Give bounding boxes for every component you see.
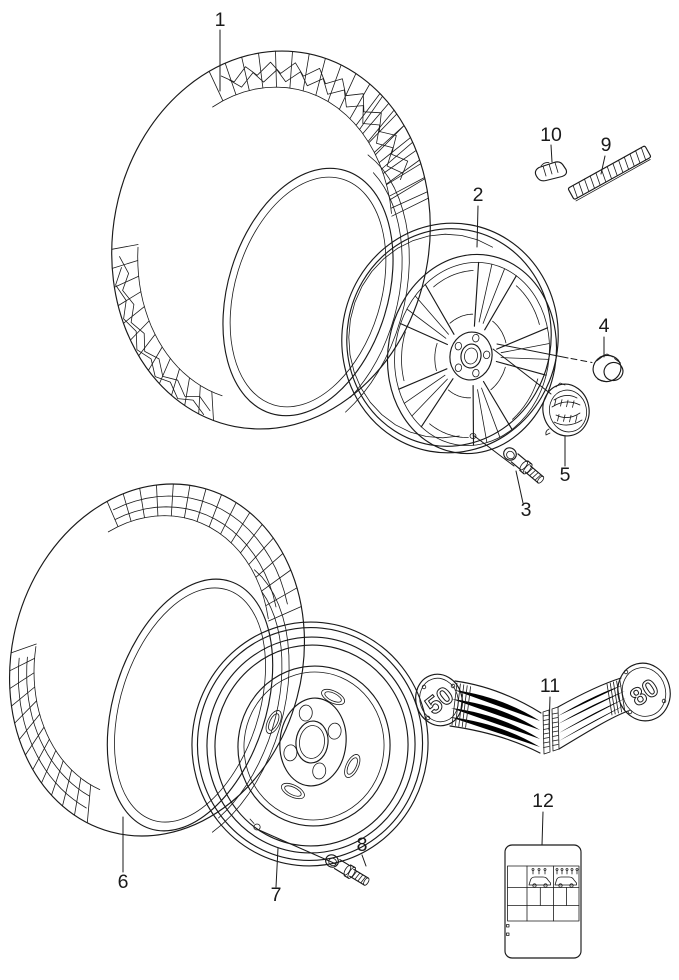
- part-3-valve-drawing: [503, 447, 545, 484]
- part-8-valve-drawing: [325, 854, 370, 886]
- callout-5[interactable]: 5: [560, 464, 571, 486]
- connector-lines: [258, 343, 593, 865]
- part-1-tire-drawing: [111, 50, 431, 430]
- callout-10[interactable]: 10: [540, 124, 562, 146]
- callout-7[interactable]: 7: [271, 884, 282, 906]
- part-7-steel-wheel-drawing: [191, 621, 429, 867]
- callout-3[interactable]: 3: [521, 499, 532, 521]
- speed-band-right-marking: 80: [625, 674, 664, 713]
- part-11-speed-warning-band-drawing: [415, 662, 671, 755]
- callout-2[interactable]: 2: [473, 184, 484, 206]
- part-9-balance-weight-strip-drawing: [567, 145, 652, 202]
- callout-8[interactable]: 8: [357, 834, 368, 856]
- callout-labels: 1 2 3 4 5 6 7 8 9 10 11 12: [118, 9, 612, 906]
- callout-9[interactable]: 9: [601, 134, 612, 156]
- part-12-tire-placard-drawing: [504, 844, 582, 959]
- part-2-alloy-wheel-drawing: [341, 222, 559, 455]
- part-10-clip-weight-drawing: [534, 161, 568, 182]
- callout-4[interactable]: 4: [599, 315, 610, 337]
- callout-11[interactable]: 11: [540, 675, 560, 697]
- callout-leader-lines: [122, 29, 606, 888]
- part-5-hub-cap-drawing: [542, 382, 590, 437]
- part-4-wheel-nut-drawing: [592, 353, 624, 383]
- part-6-spare-tire-drawing: [8, 483, 306, 837]
- callout-1[interactable]: 1: [215, 9, 226, 31]
- callout-12[interactable]: 12: [532, 790, 554, 812]
- callout-6[interactable]: 6: [118, 871, 129, 893]
